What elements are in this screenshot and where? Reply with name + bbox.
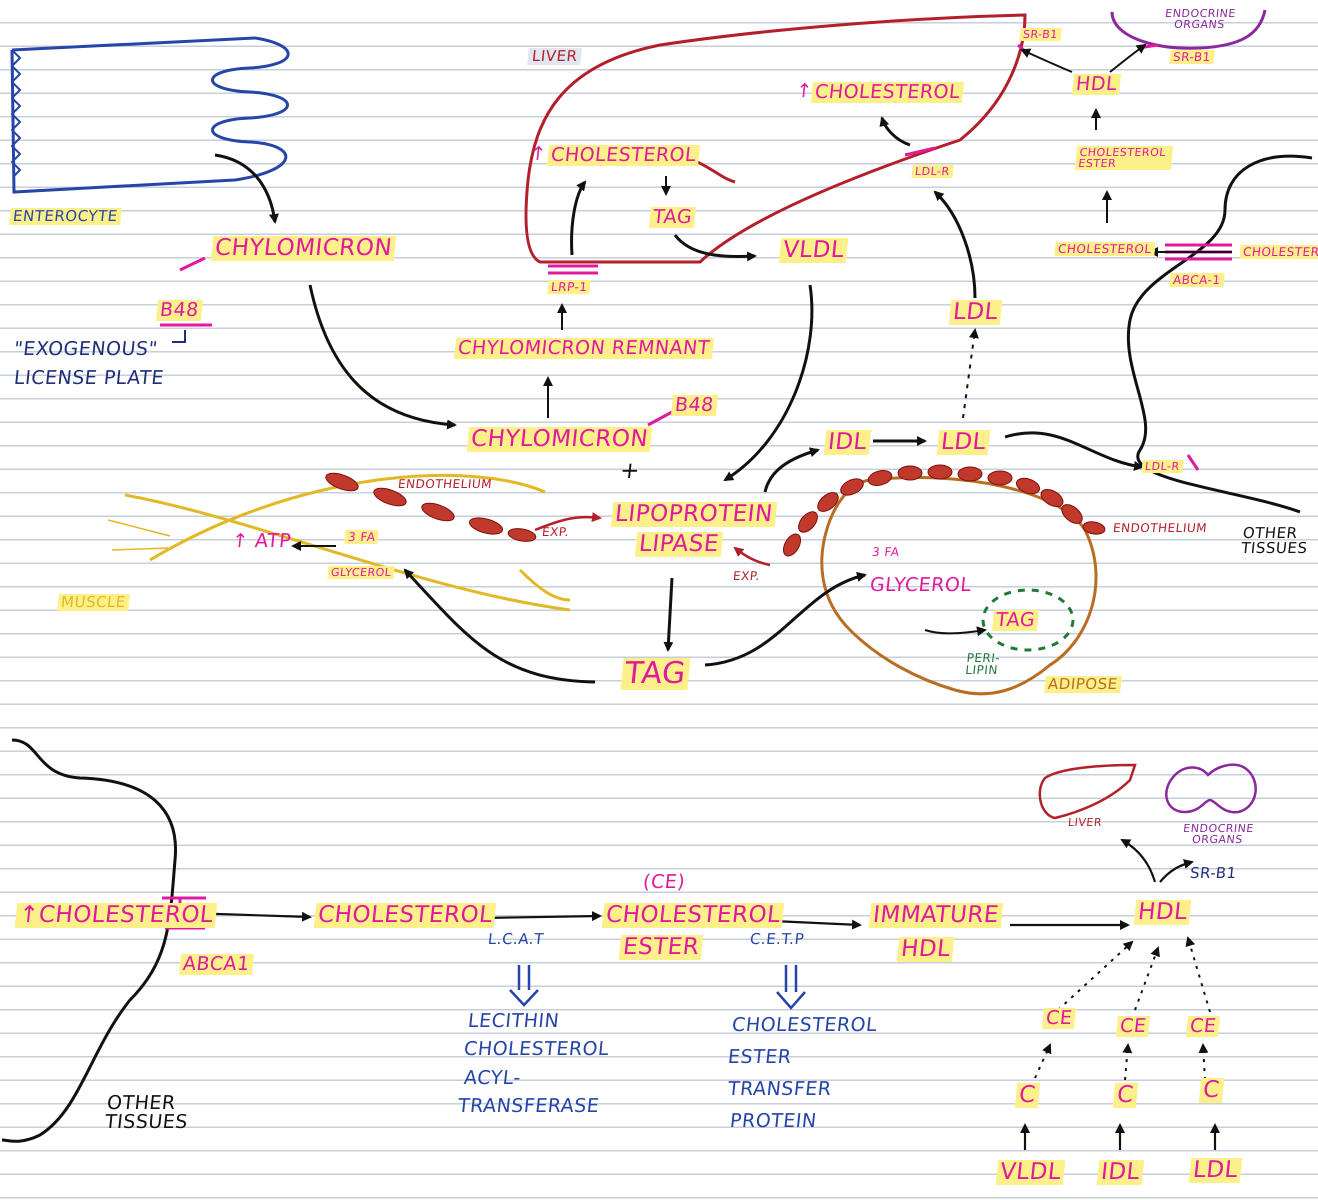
- label-exp-left: EXP.: [541, 525, 570, 539]
- label-c-2: C: [1112, 1082, 1138, 1108]
- label-cholesterol-ester-top: CHOLESTEROL ESTER: [1074, 146, 1174, 170]
- label-endocrine-organs-bottom: ENDOCRINE ORGANS: [1182, 822, 1255, 846]
- label-lipase: LIPASE: [634, 531, 724, 557]
- label-sr-b1-bottom: SR-B1: [1189, 864, 1238, 882]
- label-c-1: C: [1014, 1082, 1040, 1108]
- label-cholesterol-ester-1: CHOLESTEROL: [601, 902, 785, 928]
- hollow-down-arrows: [509, 965, 806, 1010]
- label-lcat-1: LECITHIN: [466, 1010, 561, 1032]
- label-fa-adipose: 3 FA: [871, 545, 901, 559]
- label-cholesterol-liver-right: CHOLESTEROL: [810, 81, 965, 103]
- label-cholesterol-ester-2: ESTER: [618, 934, 704, 960]
- label-b48-top: B48: [155, 299, 203, 321]
- label-abca1-top: ABCA-1: [1169, 273, 1225, 287]
- label-c-3: C: [1198, 1077, 1224, 1103]
- muscle-fibers-icon: [107, 473, 571, 612]
- label-cetp-4: PROTEIN: [728, 1110, 818, 1132]
- label-hdl: HDL: [1133, 899, 1192, 925]
- label-hdl-top: HDL: [1071, 73, 1122, 95]
- label-endothelium-right: ENDOTHELIUM: [1112, 521, 1208, 535]
- endocrine-organ-top-icon: [1110, 9, 1267, 50]
- label-exp-right: EXP.: [732, 569, 761, 583]
- label-abca1: ABCA1: [178, 953, 254, 975]
- label-fa-muscle: 3 FA: [344, 530, 380, 544]
- label-ldl-bottom: LDL: [1188, 1157, 1243, 1183]
- up-arrow-cholesterol-left-icon: ↑: [528, 143, 548, 165]
- label-ce-2: CE: [1115, 1015, 1151, 1037]
- label-tag-blood: TAG: [620, 656, 691, 691]
- endothelial-cells-left-icon: [325, 472, 537, 542]
- label-liver-bottom: LIVER: [1067, 816, 1103, 829]
- label-plus: +: [618, 458, 642, 484]
- label-sr-b1-endocrine: SR-B1: [1169, 50, 1215, 64]
- label-chylomicron-mid: CHYLOMICRON: [466, 426, 653, 452]
- label-chylomicron-remnant: CHYLOMICRON REMNANT: [453, 337, 714, 359]
- label-lipoprotein: LIPOPROTEIN: [610, 501, 777, 527]
- label-immature-hdl: HDL: [896, 936, 955, 962]
- label-cetp-abbrev: C.E.T.P: [749, 930, 806, 948]
- label-b48-mid: B48: [670, 394, 718, 416]
- label-idl-bottom: IDL: [1096, 1159, 1145, 1185]
- label-cholesterol-2: CHOLESTEROL: [313, 902, 497, 928]
- label-glycerol-adipose: GLYCEROL: [868, 574, 973, 596]
- label-other-tissues-bottom: OTHER TISSUES: [103, 1092, 190, 1133]
- label-ce-3: CE: [1185, 1015, 1221, 1037]
- label-cetp-3: TRANSFER: [726, 1078, 833, 1100]
- label-perilipin: PERI-LIPIN: [964, 651, 1001, 677]
- label-tag-liver: TAG: [648, 206, 697, 228]
- label-ldl-mid: LDL: [936, 429, 991, 455]
- label-cholesterol-start: CHOLESTEROL: [37, 902, 215, 928]
- label-muscle: MUSCLE: [57, 593, 130, 611]
- liver-organ-icon: [524, 13, 1027, 264]
- label-ce-1: CE: [1041, 1007, 1077, 1029]
- label-liver: LIVER: [527, 47, 583, 65]
- label-tag-adipose: TAG: [991, 609, 1040, 631]
- label-glycerol-muscle: GLYCEROL: [327, 566, 396, 579]
- label-endocrine-organs-top: ENDOCRINE ORGANS: [1164, 7, 1237, 31]
- perilipin-droplet-icon: [981, 588, 1075, 652]
- label-lcat-abbrev: L.C.A.T: [487, 930, 545, 948]
- label-adipose: ADIPOSE: [1044, 675, 1122, 693]
- label-lcat-2: CHOLESTEROL: [462, 1038, 611, 1060]
- label-atp: ATP: [253, 530, 293, 552]
- label-lrp1: LRP-1: [547, 280, 592, 294]
- label-enterocyte: ENTEROCYTE: [9, 207, 122, 225]
- label-lcat-4: TRANSFERASE: [456, 1095, 601, 1117]
- label-ce-abbrev: (CE): [641, 871, 687, 893]
- enterocyte-microvilli-icon: [10, 36, 290, 194]
- up-arrow-cholesterol-right-icon: ↑: [794, 80, 814, 102]
- label-immature: IMMATURE: [868, 902, 1004, 928]
- label-exogenous: "EXOGENOUS": [12, 338, 159, 360]
- label-ldl-upper: LDL: [948, 299, 1003, 325]
- label-sr-b1-liver: SR-B1: [1019, 28, 1062, 41]
- label-other-tissues-top: OTHER TISSUES: [1240, 524, 1309, 557]
- label-cetp-2: ESTER: [726, 1046, 793, 1068]
- label-cholesterol-liver-left: CHOLESTEROL: [546, 144, 701, 166]
- label-cetp-1: CHOLESTEROL: [730, 1014, 879, 1036]
- other-tissues-membrane-bottom: [1, 738, 178, 1143]
- label-cholesterol-start-up: ↑CHOLESTEROL: [14, 902, 218, 928]
- liver-bottom-icon: [1038, 763, 1137, 820]
- label-ldl-r-liver: LDL-R: [911, 165, 954, 178]
- label-chylomicron-top: CHYLOMICRON: [210, 235, 397, 261]
- label-cholesterol-cell: CHOLESTEROL: [1054, 242, 1156, 256]
- label-idl-mid: IDL: [823, 429, 872, 455]
- label-atp-up: ↑ ATP: [230, 530, 293, 552]
- other-tissues-membrane-top: [1127, 154, 1313, 514]
- label-license-plate: LICENSE PLATE: [12, 367, 166, 389]
- label-lcat-3: ACYL-: [462, 1067, 523, 1089]
- endothelial-cells-right-icon: [782, 464, 1106, 557]
- label-endothelium-left: ENDOTHELIUM: [397, 477, 493, 491]
- endocrine-organ-bottom-icon: [1165, 763, 1257, 814]
- label-ldl-r-tissue: LDL-R: [1141, 460, 1184, 473]
- label-vldl-bottom: VLDL: [995, 1159, 1066, 1185]
- label-cholesterol-outside: CHOLESTEROL: [1239, 245, 1318, 259]
- label-vldl: VLDL: [778, 237, 849, 263]
